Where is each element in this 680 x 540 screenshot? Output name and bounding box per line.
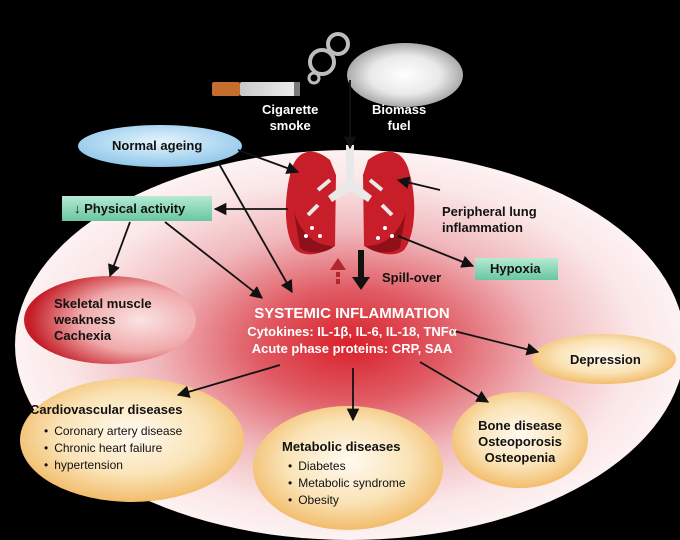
smoke-line: smoke xyxy=(269,118,311,133)
cigarette-label: Cigarette smoke xyxy=(262,102,318,134)
bone-line-1: Bone disease xyxy=(478,418,562,433)
biomass-label: Biomass fuel xyxy=(372,102,426,134)
arrow-ageing-to-lung xyxy=(237,149,300,175)
biomass-line: Biomass xyxy=(372,102,427,117)
arrow-systemic-to-bone xyxy=(419,361,490,403)
skeletal-line-1: Skeletal muscle xyxy=(54,296,152,311)
depression-ellipse xyxy=(532,334,676,384)
arrow-activity-to-skeletal xyxy=(108,221,131,278)
list-item: Metabolic syndrome xyxy=(288,475,405,492)
normal-ageing-ellipse xyxy=(78,125,242,167)
systemic-block: SYSTEMIC INFLAMMATION Cytokines: IL-1β, … xyxy=(232,304,472,357)
cigarette-line: Cigarette xyxy=(262,102,319,117)
peripheral-line-1: Peripheral lung xyxy=(442,204,537,219)
spillover-return-arrow xyxy=(330,258,346,284)
biomass-cloud xyxy=(347,43,463,107)
systemic-line-2: Acute phase proteins: CRP, SAA xyxy=(251,341,453,356)
list-item: Coronary artery disease xyxy=(44,423,182,440)
fuel-line: fuel xyxy=(387,118,411,133)
cardio-title: Cardiovascular diseases xyxy=(30,402,183,417)
arrow-ageing-to-systemic xyxy=(217,161,293,294)
skeletal-ellipse xyxy=(24,276,196,364)
cardio-list: Coronary artery disease Chronic heart fa… xyxy=(44,423,182,474)
bone-ellipse xyxy=(452,392,588,488)
systemic-line-1: Cytokines: IL-1β, IL-6, IL-18, TNFα xyxy=(247,324,457,339)
arrow-systemic-to-cardio xyxy=(176,364,281,398)
arrow-peripheral-to-lung xyxy=(396,176,441,191)
arrow-lung-to-hypoxia xyxy=(397,235,475,268)
spillover-label: Spill-over xyxy=(382,270,442,285)
systemic-title: SYSTEMIC INFLAMMATION xyxy=(254,305,450,322)
metabolic-title: Metabolic diseases xyxy=(282,439,401,454)
physical-activity-box xyxy=(62,196,212,221)
bone-line-3: Osteopenia xyxy=(484,450,556,465)
hypoxia-label: Hypoxia xyxy=(490,261,541,276)
depression-label: Depression xyxy=(570,352,641,367)
peripheral-label: Peripheral lung inflammation xyxy=(442,204,537,236)
bone-line-2: Osteoporosis xyxy=(478,434,562,449)
arrow-systemic-to-depression xyxy=(449,329,540,356)
bone-label: Bone disease Osteoporosis Osteopenia xyxy=(472,418,568,466)
metabolic-list: Diabetes Metabolic syndrome Obesity xyxy=(288,458,406,509)
list-item: hypertension xyxy=(44,457,182,474)
list-item: Chronic heart failure xyxy=(44,440,182,457)
list-item: Obesity xyxy=(288,492,406,509)
cigarette-icon xyxy=(212,82,300,96)
skeletal-line-2: weakness xyxy=(54,312,116,327)
list-item: Diabetes xyxy=(288,458,406,475)
spillover-arrow xyxy=(352,250,370,290)
skeletal-label: Skeletal muscle weakness Cachexia xyxy=(54,296,152,344)
skeletal-line-3: Cachexia xyxy=(54,328,112,343)
normal-ageing-label: Normal ageing xyxy=(112,138,203,153)
peripheral-line-2: inflammation xyxy=(442,220,523,235)
smoke-icon xyxy=(307,32,350,85)
arrow-activity-to-systemic xyxy=(164,221,263,299)
physical-activity-label: ↓ Physical activity xyxy=(74,201,186,216)
hypoxia-box xyxy=(475,258,558,280)
